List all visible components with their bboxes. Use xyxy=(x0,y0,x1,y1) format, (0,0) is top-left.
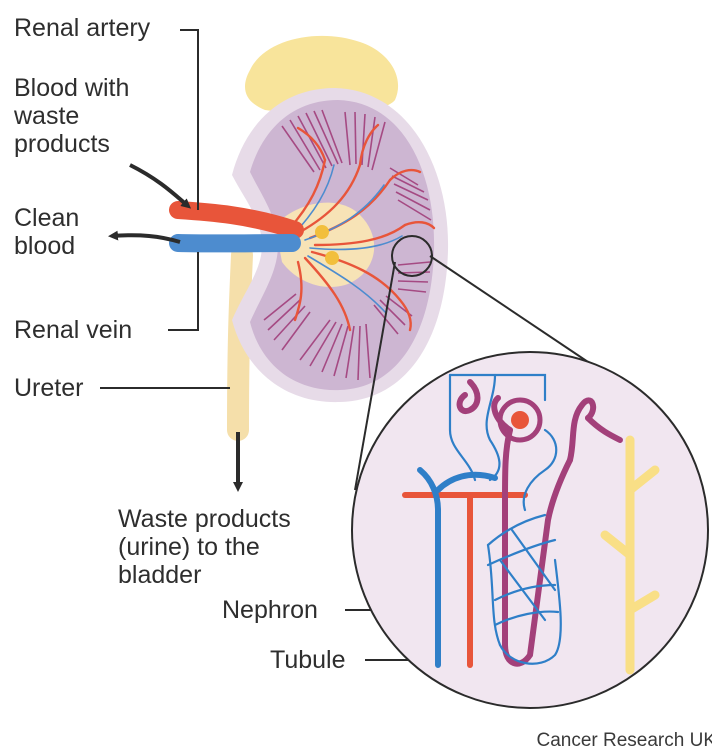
pelvis-nodule xyxy=(315,225,329,239)
blood-in-arrow xyxy=(130,165,188,206)
renal-vein-leader xyxy=(168,252,198,330)
renal-vein-label: Renal vein xyxy=(14,316,132,344)
ureter-label: Ureter xyxy=(14,374,83,402)
renal-artery-leader xyxy=(180,30,198,210)
renal-artery-label: Renal artery xyxy=(14,14,150,42)
clean-blood-arrow xyxy=(112,235,180,242)
credit-text: Cancer Research UK xyxy=(536,730,712,752)
tubule-label: Tubule xyxy=(270,646,346,674)
blood-with-waste-label: Blood with waste products xyxy=(14,74,129,158)
nephron-label: Nephron xyxy=(222,596,318,624)
clean-blood-label: Clean blood xyxy=(14,204,79,260)
pelvis-nodule xyxy=(325,251,339,265)
waste-to-bladder-label: Waste products (urine) to the bladder xyxy=(118,505,291,589)
